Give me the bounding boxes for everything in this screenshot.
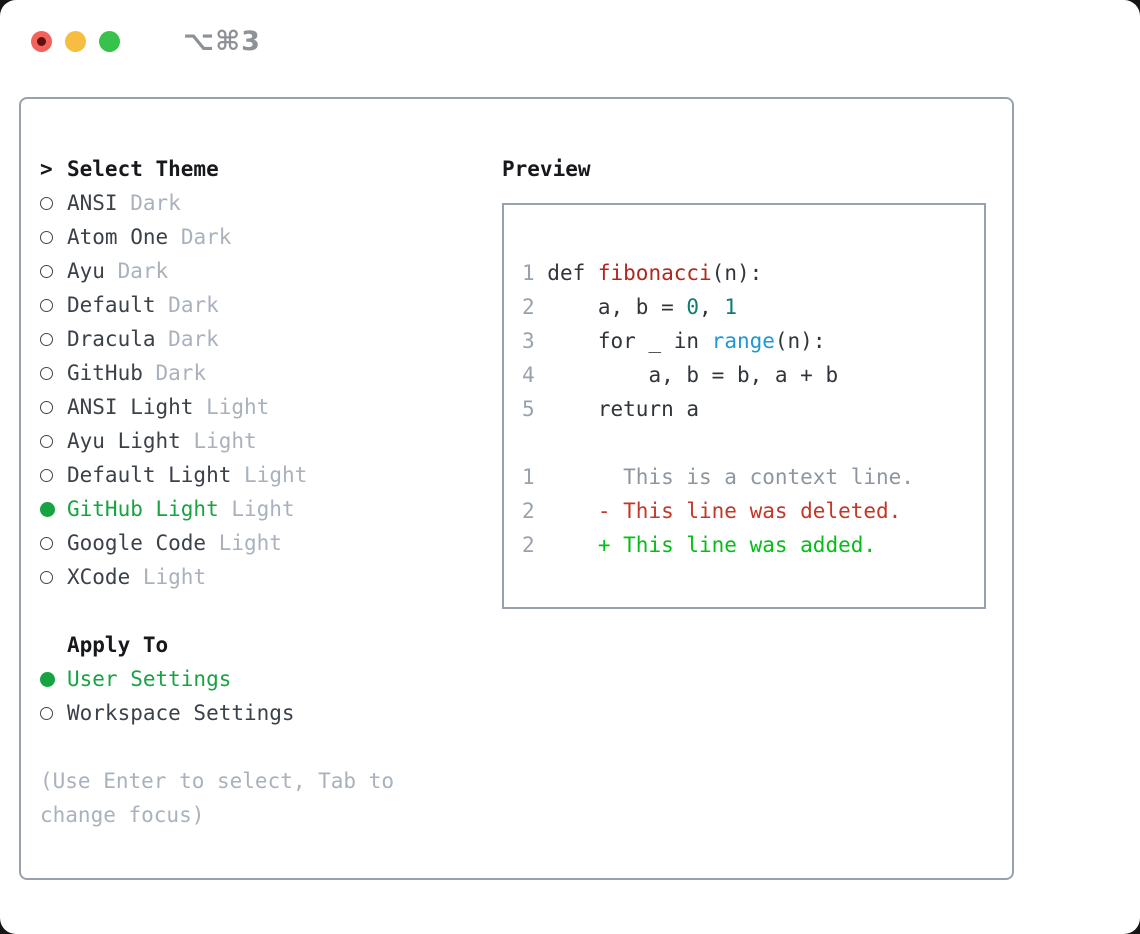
code-preview-box: 1 def fibonacci(n): 2 a, b = 0, 1 3 for _ … bbox=[502, 203, 986, 609]
radio-icon bbox=[40, 536, 53, 550]
theme-option[interactable]: Default Dark bbox=[40, 288, 502, 322]
radio-icon bbox=[40, 468, 53, 482]
apply-option[interactable]: User Settings bbox=[40, 662, 502, 696]
radio-icon bbox=[40, 264, 53, 278]
theme-name: GitHub Light bbox=[67, 497, 219, 521]
code-line: 1 This is a context line. bbox=[522, 465, 914, 489]
code-line: 2 a, b = 0, 1 bbox=[522, 295, 737, 319]
theme-name: ANSI Light bbox=[67, 395, 194, 419]
code-line: 2 - This line was deleted. bbox=[522, 499, 902, 523]
theme-variant: Dark bbox=[180, 225, 232, 249]
theme-option[interactable]: Google Code Light bbox=[40, 526, 502, 560]
radio-icon bbox=[40, 434, 53, 448]
apply-to-list: User Settings Workspace Settings bbox=[40, 662, 502, 730]
theme-option[interactable]: GitHub Light Light bbox=[40, 492, 502, 526]
theme-variant: Light bbox=[206, 395, 270, 419]
code-line bbox=[522, 426, 984, 460]
theme-variant: Dark bbox=[130, 191, 181, 215]
theme-name: Dracula bbox=[67, 327, 156, 351]
radio-icon bbox=[40, 230, 53, 244]
window-title: ⌥⌘3 bbox=[183, 26, 261, 57]
apply-option[interactable]: Workspace Settings bbox=[40, 696, 502, 730]
titlebar: ⌥⌘3 bbox=[31, 26, 261, 57]
cursor-marker: > bbox=[40, 157, 53, 181]
theme-name: Default bbox=[67, 293, 156, 317]
radio-icon bbox=[40, 400, 53, 414]
minimize-button[interactable] bbox=[65, 31, 86, 52]
theme-variant: Dark bbox=[168, 293, 219, 317]
theme-option[interactable]: ANSI Dark bbox=[40, 186, 502, 220]
code-line: 1 def fibonacci(n): bbox=[522, 261, 763, 285]
close-button[interactable] bbox=[31, 31, 52, 52]
theme-name: GitHub bbox=[67, 361, 143, 385]
theme-list: ANSI Dark Atom One Dark Ayu Dark Default… bbox=[40, 186, 502, 594]
radio-icon bbox=[40, 332, 53, 346]
apply-to-label: Apply To bbox=[67, 633, 169, 657]
preview-label: Preview bbox=[502, 157, 591, 181]
selection-column: > Select Theme ANSI Dark Atom One Dark A… bbox=[40, 152, 502, 878]
preview-header: Preview bbox=[502, 152, 1012, 186]
apply-option-name: Workspace Settings bbox=[67, 701, 295, 725]
spacer bbox=[40, 730, 502, 764]
radio-icon bbox=[40, 671, 55, 687]
theme-name: Atom One bbox=[67, 225, 169, 249]
preview-column: Preview 1 def fibonacci(n): 2 a, b = 0, 1… bbox=[502, 152, 1012, 878]
theme-variant: Light bbox=[231, 497, 295, 521]
theme-option[interactable]: Ayu Light Light bbox=[40, 424, 502, 458]
code-line: 2 + This line was added. bbox=[522, 533, 877, 557]
theme-option[interactable]: Default Light Light bbox=[40, 458, 502, 492]
theme-option[interactable]: Dracula Dark bbox=[40, 322, 502, 356]
radio-icon bbox=[40, 501, 55, 517]
keyboard-hint: (Use Enter to select, Tab to change focu… bbox=[40, 769, 395, 827]
theme-variant: Light bbox=[142, 565, 207, 589]
theme-option[interactable]: GitHub Dark bbox=[40, 356, 502, 390]
theme-name: XCode bbox=[67, 565, 131, 589]
theme-name: Ayu Light bbox=[67, 429, 181, 453]
theme-option[interactable]: ANSI Light Light bbox=[40, 390, 502, 424]
spacer bbox=[40, 594, 502, 628]
zoom-button[interactable] bbox=[99, 31, 120, 52]
code-line: 5 return a bbox=[522, 397, 700, 421]
code-line: 4 a, b = b, a + b bbox=[522, 363, 839, 387]
radio-icon bbox=[40, 706, 53, 720]
theme-name: Default Light bbox=[67, 463, 232, 487]
theme-variant: Light bbox=[193, 429, 257, 453]
theme-variant: Dark bbox=[117, 259, 169, 283]
theme-variant: Light bbox=[244, 463, 308, 487]
radio-icon bbox=[40, 570, 53, 584]
theme-name: Google Code bbox=[67, 531, 207, 555]
theme-variant: Light bbox=[218, 531, 282, 555]
radio-icon bbox=[40, 366, 53, 380]
theme-name: Ayu bbox=[67, 259, 105, 283]
theme-variant: Dark bbox=[168, 327, 219, 351]
theme-option[interactable]: Atom One Dark bbox=[40, 220, 502, 254]
theme-picker-panel: > Select Theme ANSI Dark Atom One Dark A… bbox=[19, 97, 1014, 880]
apply-option-name: User Settings bbox=[67, 667, 232, 691]
theme-option[interactable]: XCode Light bbox=[40, 560, 502, 594]
code-line: 3 for _ in range(n): bbox=[522, 329, 826, 353]
radio-icon bbox=[40, 196, 53, 210]
select-theme-label: Select Theme bbox=[67, 157, 219, 181]
theme-name: ANSI bbox=[67, 191, 118, 215]
theme-option[interactable]: Ayu Dark bbox=[40, 254, 502, 288]
theme-variant: Dark bbox=[155, 361, 207, 385]
apply-to-header: Apply To bbox=[40, 628, 502, 662]
select-theme-header: > Select Theme bbox=[40, 152, 502, 186]
radio-icon bbox=[40, 298, 53, 312]
